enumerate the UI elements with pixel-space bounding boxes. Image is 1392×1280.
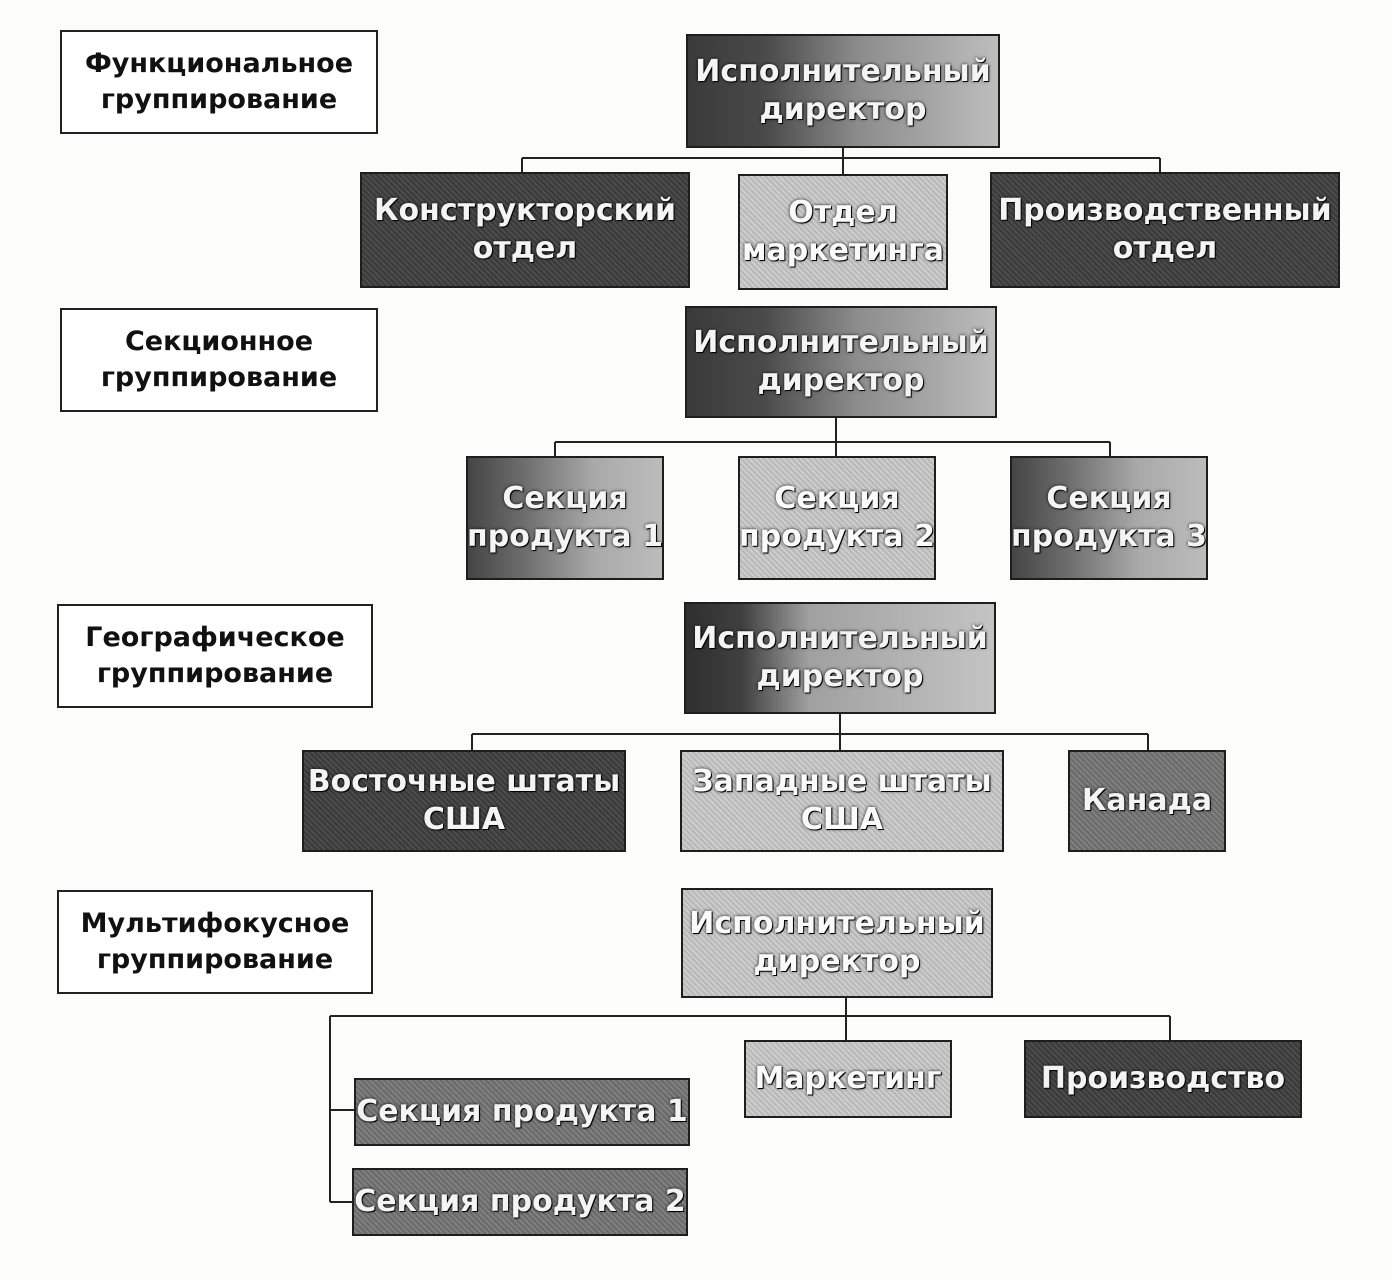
- node-executive-director: Исполнительный директор: [686, 34, 1000, 148]
- node-text: Исполнительный: [692, 621, 988, 656]
- node-text: Западные штаты: [692, 764, 992, 799]
- node-western-states-usa: Западные штаты США: [680, 750, 1004, 852]
- node-product-section-2: Секция продукта 2: [352, 1168, 688, 1236]
- node-text: директор: [759, 92, 927, 127]
- label-line: группирование: [96, 658, 334, 689]
- node-executive-director: Исполнительный директор: [684, 602, 996, 714]
- node-text: отдел: [472, 231, 578, 266]
- node-design-department: Конструкторский отдел: [360, 172, 690, 288]
- node-text: директор: [756, 659, 924, 694]
- label-line: Функциональное: [84, 48, 354, 79]
- node-text: Маркетинг: [754, 1061, 942, 1096]
- node-text: директор: [757, 363, 925, 398]
- node-text: Конструкторский: [373, 193, 677, 228]
- node-production: Производство: [1024, 1040, 1302, 1118]
- node-marketing: Маркетинг: [744, 1040, 952, 1118]
- node-text: Секция продукта 2: [354, 1184, 686, 1219]
- node-executive-director: Исполнительный директор: [685, 306, 997, 418]
- node-text: Восточные штаты: [307, 764, 621, 799]
- label-line: Мультифокусное: [80, 908, 350, 939]
- node-text: Секция продукта 1: [356, 1094, 688, 1129]
- node-executive-director: Исполнительный директор: [681, 888, 993, 998]
- node-product-section-1: Секция продукта 1: [466, 456, 664, 580]
- node-text: продукта 3: [1011, 519, 1207, 554]
- node-eastern-states-usa: Восточные штаты США: [302, 750, 626, 852]
- node-canada: Канада: [1068, 750, 1226, 852]
- label-functional-grouping: Функциональное группирование: [60, 30, 378, 134]
- node-text: США: [800, 802, 884, 837]
- node-production-department: Производственный отдел: [990, 172, 1340, 288]
- label-line: группирование: [96, 944, 334, 975]
- label-multifocus-grouping: Мультифокусное группирование: [57, 890, 373, 994]
- node-text: Отдел: [788, 195, 898, 230]
- label-sectional-grouping: Секционное группирование: [60, 308, 378, 412]
- label-line: Географическое: [85, 622, 345, 653]
- node-text: директор: [753, 944, 921, 979]
- label-line: группирование: [100, 84, 338, 115]
- node-text: Секция: [774, 481, 900, 516]
- node-text: Секция: [1046, 481, 1172, 516]
- node-text: Производственный: [998, 193, 1332, 228]
- node-product-section-1: Секция продукта 1: [354, 1078, 690, 1146]
- node-text: Секция: [502, 481, 628, 516]
- node-product-section-3: Секция продукта 3: [1010, 456, 1208, 580]
- node-text: продукта 1: [467, 519, 663, 554]
- label-geographic-grouping: Географическое группирование: [57, 604, 373, 708]
- node-product-section-2: Секция продукта 2: [738, 456, 936, 580]
- node-marketing-department: Отдел маркетинга: [738, 174, 948, 290]
- label-line: Секционное: [124, 326, 314, 357]
- node-text: Исполнительный: [693, 325, 989, 360]
- node-text: Исполнительный: [689, 906, 985, 941]
- node-text: отдел: [1112, 231, 1218, 266]
- node-text: маркетинга: [741, 233, 944, 268]
- label-line: группирование: [100, 362, 338, 393]
- node-text: США: [422, 802, 506, 837]
- node-text: Производство: [1040, 1061, 1286, 1096]
- node-text: Канада: [1081, 783, 1213, 818]
- node-text: продукта 2: [739, 519, 935, 554]
- node-text: Исполнительный: [695, 54, 991, 89]
